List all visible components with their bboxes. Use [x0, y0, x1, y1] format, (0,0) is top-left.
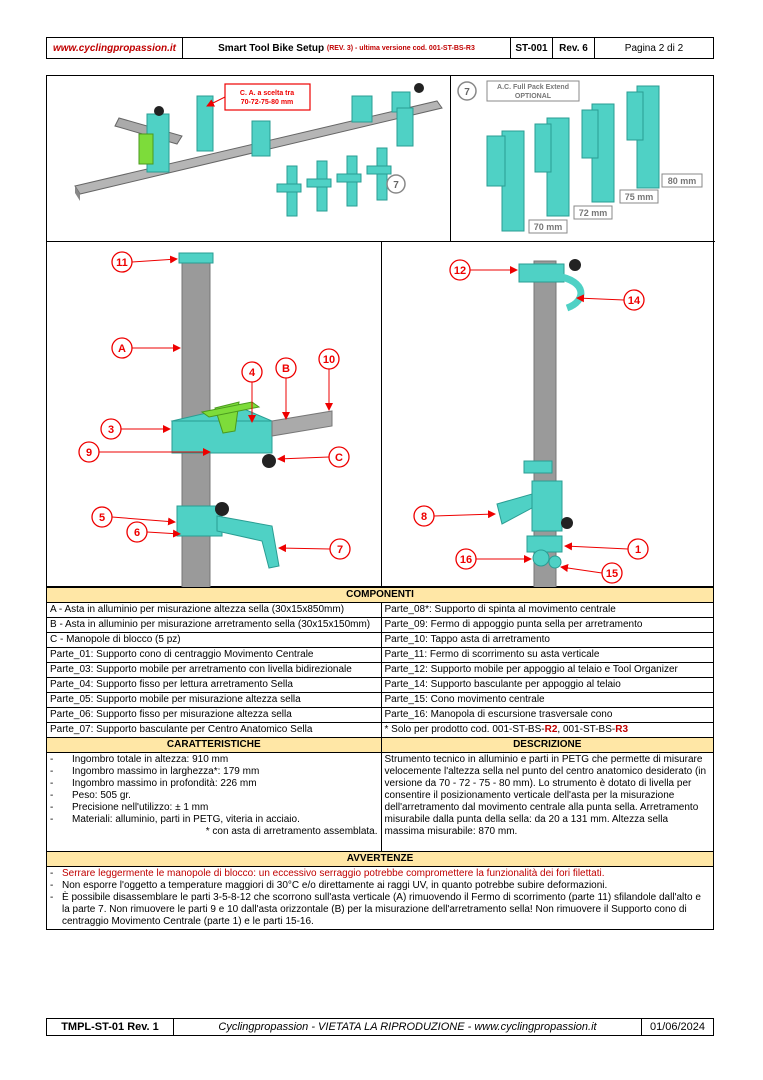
list-item: -Non esporre l'oggetto a temperature mag… — [50, 880, 608, 891]
label-1: 1 — [635, 544, 641, 556]
size-80: 80 mm — [668, 176, 697, 186]
table-row: Parte_03: Supporto mobile per arretramen… — [46, 662, 715, 678]
doc-rev: Rev. 6 — [553, 38, 595, 58]
label-3: 3 — [108, 424, 114, 436]
doc-title-cell: Smart Tool Bike Setup (REV. 3) - ultima … — [183, 38, 511, 58]
template-code: TMPL-ST-01 Rev. 1 — [47, 1019, 174, 1035]
callout-ca-line2: 70-72-75-80 mm — [241, 99, 294, 106]
list-item: -Ingombro massimo in profondità: 226 mm — [50, 778, 257, 789]
characteristics-title: CARATTERISTICHE — [46, 737, 382, 753]
front-view — [170, 252, 333, 588]
document-header: www.cyclingpropassion.it Smart Tool Bike… — [46, 37, 714, 59]
doc-code: ST-001 — [511, 38, 553, 58]
component-cell: Parte_07: Supporto basculante per Centro… — [46, 722, 382, 738]
list-item: -Serrare leggermente le manopole di bloc… — [50, 868, 605, 879]
figure-panel: C. A. a scelta tra 70-72-75-80 mm 7 7 A.… — [46, 75, 715, 588]
doc-title-rev: (REV. 3) - ultima versione cod. 001-ST-B… — [326, 44, 475, 52]
list-item: -Precisione nell'utilizzo: ± 1 mm — [50, 802, 209, 813]
component-cell: Parte_04: Supporto fisso per lettura arr… — [46, 677, 382, 693]
page-number: Pagina 2 di 2 — [624, 42, 684, 54]
list-item: -Peso: 505 gr. — [50, 790, 131, 801]
site-link[interactable]: www.cyclingpropassion.it — [53, 42, 176, 54]
list-item: -Ingombro massimo in larghezza*: 179 mm — [50, 766, 260, 777]
component-cell: Parte_11: Fermo di scorrimento su asta v… — [380, 647, 715, 663]
assembly-drawing: C. A. a scelta tra 70-72-75-80 mm 7 7 A.… — [74, 80, 703, 588]
list-item: -Ingombro totale in altezza: 910 mm — [50, 754, 229, 765]
table-row: A - Asta in alluminio per misurazione al… — [46, 602, 715, 618]
site-link-cell[interactable]: www.cyclingpropassion.it — [47, 38, 183, 58]
components-table: COMPONENTI A - Asta in alluminio per mis… — [46, 587, 715, 930]
label-7a: 7 — [393, 180, 399, 191]
table-row: B - Asta in alluminio per misurazione ar… — [46, 617, 715, 633]
document-footer: TMPL-ST-01 Rev. 1 Cyclingpropassion - VI… — [46, 1018, 714, 1036]
component-cell: Parte_01: Supporto cono di centraggio Mo… — [46, 647, 382, 663]
warnings-title: AVVERTENZE — [46, 851, 714, 867]
size-72: 72 mm — [579, 208, 608, 218]
footer-notice: Cyclingpropassion - VIETATA LA RIPRODUZI… — [174, 1019, 642, 1035]
component-cell: Parte_12: Supporto mobile per appoggio a… — [380, 662, 715, 678]
doc-title: Smart Tool Bike Setup — [218, 42, 325, 54]
components-title: COMPONENTI — [46, 587, 714, 603]
component-cell: Parte_09: Fermo di appoggio punta sella … — [380, 617, 715, 633]
label-16: 16 — [460, 554, 472, 566]
component-cell: Parte_15: Cono movimento centrale — [380, 692, 715, 708]
side-view-callouts: 12 14 8 1 16 15 — [413, 259, 649, 584]
component-cell: Parte_16: Manopola di escursione trasver… — [380, 707, 715, 723]
list-item: -Materiali: alluminio, parti in PETG, vi… — [50, 814, 300, 825]
callout-ca-line1: C. A. a scelta tra — [240, 90, 294, 97]
label-7: 7 — [337, 544, 343, 556]
callout-ac-line1: A.C. Full Pack Extend — [497, 84, 569, 91]
footer-date: 01/06/2024 — [649, 1021, 706, 1033]
component-cell: Parte_03: Supporto mobile per arretramen… — [46, 662, 382, 678]
label-12: 12 — [454, 265, 466, 277]
description-title: DESCRIZIONE — [380, 737, 715, 753]
label-5: 5 — [99, 512, 105, 524]
characteristics-note: * con asta di arretramento assemblata. — [205, 826, 378, 837]
component-cell: Parte_10: Tappo asta di arretramento — [380, 632, 715, 648]
table-row: Parte_04: Supporto fisso per lettura arr… — [46, 677, 715, 693]
top-assembly-view: C. A. a scelta tra 70-72-75-80 mm 7 — [74, 83, 443, 217]
table-row: Parte_07: Supporto basculante per Centro… — [46, 722, 715, 738]
callout-ac-line2: OPTIONAL — [515, 93, 552, 100]
label-8: 8 — [421, 511, 427, 523]
component-cell: A - Asta in alluminio per misurazione al… — [46, 602, 382, 618]
label-7b: 7 — [464, 87, 470, 98]
front-view-callouts: 11 A 4 B 10 3 9 C 5 6 7 — [78, 251, 351, 560]
warnings-list: -Serrare leggermente le manopole di bloc… — [46, 866, 714, 930]
label-14: 14 — [628, 295, 641, 307]
table-row: Parte_01: Supporto cono di centraggio Mo… — [46, 647, 715, 663]
component-cell: Parte_14: Supporto basculante per appogg… — [380, 677, 715, 693]
description-text: Strumento tecnico in alluminio e parti i… — [380, 752, 715, 852]
table-row: Parte_05: Supporto mobile per misurazion… — [46, 692, 715, 708]
component-cell: Parte_08*: Supporto di spinta al movimen… — [380, 602, 715, 618]
label-6: 6 — [134, 527, 140, 539]
size-70: 70 mm — [534, 222, 563, 232]
table-row: C - Manopole di blocco (5 pz)Parte_10: T… — [46, 632, 715, 648]
label-11: 11 — [116, 257, 128, 269]
label-B: B — [282, 363, 290, 375]
component-cell: Parte_06: Supporto fisso per misurazione… — [46, 707, 382, 723]
label-4: 4 — [249, 367, 256, 379]
label-C: C — [335, 452, 343, 464]
component-cell: B - Asta in alluminio per misurazione ar… — [46, 617, 382, 633]
label-9: 9 — [86, 447, 92, 459]
side-view — [496, 259, 585, 588]
extend-pack-view: 7 A.C. Full Pack Extend OPTIONAL 70 mm 7… — [457, 80, 703, 234]
size-75: 75 mm — [625, 192, 654, 202]
label-10: 10 — [323, 354, 335, 366]
component-cell: Parte_05: Supporto mobile per misurazion… — [46, 692, 382, 708]
component-cell: C - Manopole di blocco (5 pz) — [46, 632, 382, 648]
label-A: A — [118, 343, 126, 355]
product-note: * Solo per prodotto cod. 001-ST-BS-R2, 0… — [380, 722, 715, 738]
label-15: 15 — [606, 568, 618, 580]
list-item: -È possibile disassemblare le parti 3-5-… — [50, 892, 701, 927]
table-row: Parte_06: Supporto fisso per misurazione… — [46, 707, 715, 723]
characteristics-list: -Ingombro totale in altezza: 910 mm -Ing… — [46, 752, 382, 852]
